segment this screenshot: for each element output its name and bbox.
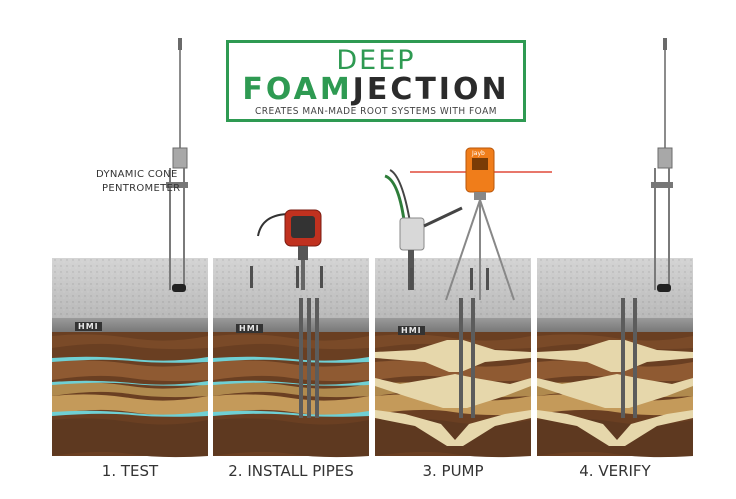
foam-layer-middle xyxy=(375,374,531,408)
step-label-test: 1. TEST xyxy=(101,462,159,480)
injection-pipe xyxy=(307,298,311,418)
water-void xyxy=(213,380,369,386)
dcp-anvil xyxy=(166,182,188,188)
soil-layer xyxy=(213,360,369,382)
drill-grip xyxy=(291,216,315,238)
title-foam: FOAM xyxy=(242,72,353,107)
pipe-stub xyxy=(486,268,489,290)
dcp-rod-tip xyxy=(663,38,667,50)
slab-mark-pump: HMI xyxy=(398,326,425,335)
water-void xyxy=(52,380,208,386)
foam-layer-upper xyxy=(537,340,693,372)
laser-mount xyxy=(474,192,486,200)
soil-layer xyxy=(213,394,369,416)
soil-layer xyxy=(213,418,369,458)
title-foamjection: FOAMJECTION xyxy=(229,72,523,107)
dcp-callout: DYNAMIC CONE PENTROMETER xyxy=(96,168,180,196)
water-void xyxy=(52,410,208,417)
soil-layer xyxy=(52,418,208,458)
panel-pump xyxy=(375,258,531,458)
foam-layer-upper xyxy=(375,340,531,372)
soil-layer xyxy=(213,382,369,398)
drill-chuck xyxy=(298,246,308,260)
dcp-cone xyxy=(172,284,186,292)
dcp-callout-line2: PENTROMETER xyxy=(102,183,181,194)
pipe-stub xyxy=(250,266,253,288)
rotary-hammer-drill xyxy=(250,209,323,290)
soil-layer xyxy=(52,360,208,382)
step-label-pump: 3. PUMP xyxy=(422,462,484,480)
panel-install-pipes xyxy=(213,258,369,458)
drill-bit xyxy=(301,260,305,290)
tripod-leg-right xyxy=(479,199,515,301)
soil-layer xyxy=(52,382,208,398)
injection-pipe xyxy=(471,298,475,418)
soil-layer xyxy=(213,334,369,350)
pipe-stub xyxy=(320,266,323,288)
foam-layer-lower xyxy=(537,410,693,446)
tripod-leg-left xyxy=(445,199,481,301)
dcp-hammer xyxy=(657,147,673,169)
foam-gun-handle xyxy=(423,206,463,228)
soil-layer xyxy=(52,334,208,350)
injection-pipe xyxy=(633,298,637,418)
foam-layer-lower xyxy=(375,410,531,446)
dcp-hammer xyxy=(172,147,188,169)
foam-hose-green xyxy=(384,174,406,221)
laser-level-display: Jayb xyxy=(471,150,485,157)
injection-pipe xyxy=(621,298,625,418)
pipe-stub xyxy=(296,266,299,288)
pipe-stub xyxy=(410,268,413,290)
laser-window xyxy=(472,158,488,170)
concrete-texture xyxy=(375,258,531,318)
title-box: DEEP FOAMJECTION CREATES MAN-MADE ROOT S… xyxy=(226,40,526,122)
pump-equipment: Jayb xyxy=(384,147,552,301)
water-void xyxy=(52,356,208,363)
slab-mark-test: HMI xyxy=(75,322,102,331)
dcp-anvil xyxy=(651,182,673,188)
dcp-callout-line1: DYNAMIC CONE xyxy=(96,169,178,180)
step-label-verify: 4. VERIFY xyxy=(579,462,651,480)
water-void xyxy=(213,410,369,417)
title-subtitle: CREATES MAN-MADE ROOT SYSTEMS WITH FOAM xyxy=(255,106,497,117)
pipe-stub xyxy=(470,268,473,290)
slab-edge xyxy=(537,318,693,336)
water-void xyxy=(213,356,369,363)
soil-layer xyxy=(52,394,208,416)
panel-verify xyxy=(537,258,693,458)
dcp-rod-tip xyxy=(178,38,182,50)
title-jection: JECTION xyxy=(352,72,510,107)
concrete-texture xyxy=(213,258,369,318)
injection-pipe xyxy=(459,298,463,418)
foam-hose-dark xyxy=(389,169,411,223)
slab-mark-install: HMI xyxy=(236,324,263,333)
dcp-tool-test xyxy=(166,38,188,292)
dcp-tool-verify xyxy=(651,38,673,292)
foam-layer-middle xyxy=(537,374,693,408)
dcp-cone xyxy=(657,284,671,292)
injection-pipe xyxy=(299,298,303,418)
step-label-install-pipes: 2. INSTALL PIPES xyxy=(228,462,354,480)
title-deep: DEEP xyxy=(336,45,416,76)
foam-gun-body xyxy=(399,217,425,251)
injection-pipe xyxy=(315,298,319,418)
